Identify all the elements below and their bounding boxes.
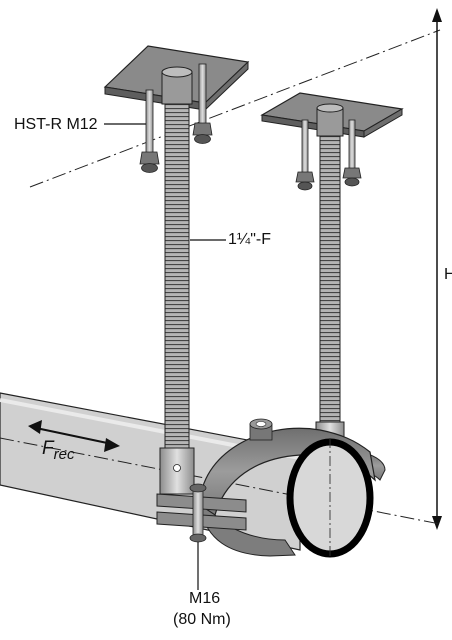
force-label: Frec xyxy=(42,438,74,463)
anchor-label: HST-R M12 xyxy=(14,116,98,133)
force-subscript: rec xyxy=(53,445,75,463)
front-support-pipe xyxy=(159,66,195,495)
ceiling-plane-line xyxy=(29,29,441,188)
rear-anchor-bolts xyxy=(295,119,362,191)
front-anchor-bolts xyxy=(139,63,213,173)
height-dimension xyxy=(432,8,442,530)
force-arrow xyxy=(28,420,120,452)
bolt-label: M16 xyxy=(189,590,221,607)
height-label: H xyxy=(444,266,452,283)
torque-label: (80 Nm) xyxy=(173,611,231,628)
rear-support-pipe xyxy=(315,103,345,455)
pipe-size-label: 1¼"-F xyxy=(228,231,272,248)
pipe-end-cross-section xyxy=(286,438,374,558)
force-symbol: F xyxy=(42,438,54,459)
pipe-body xyxy=(0,392,301,551)
